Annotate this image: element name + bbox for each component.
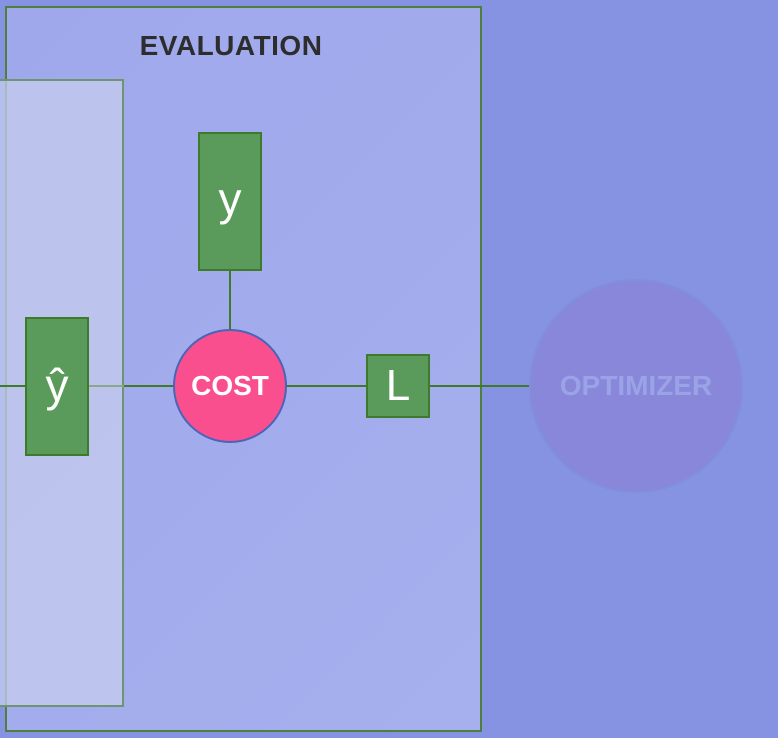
evaluation-title: EVALUATION	[139, 30, 323, 61]
y-to-cost-connector	[229, 269, 231, 330]
target-y-label: y	[218, 172, 242, 225]
prediction-y-hat-label: ŷ	[45, 358, 69, 411]
loss-node: L	[366, 354, 430, 418]
yhat-connector-inner	[88, 385, 124, 387]
input-connector	[0, 385, 26, 387]
loss-label: L	[385, 361, 411, 410]
cost-label: COST	[191, 370, 269, 401]
optimizer-label: OPTIMIZER	[559, 370, 713, 401]
cost-function-node: COST	[173, 329, 287, 443]
target-y-node: y	[198, 132, 262, 271]
optimizer-node: OPTIMIZER	[529, 279, 743, 493]
cost-to-loss-connector	[286, 385, 367, 387]
loss-to-optimizer-connector	[429, 385, 530, 387]
yhat-to-cost-connector	[124, 385, 174, 387]
prediction-y-hat-node: ŷ	[25, 317, 89, 456]
